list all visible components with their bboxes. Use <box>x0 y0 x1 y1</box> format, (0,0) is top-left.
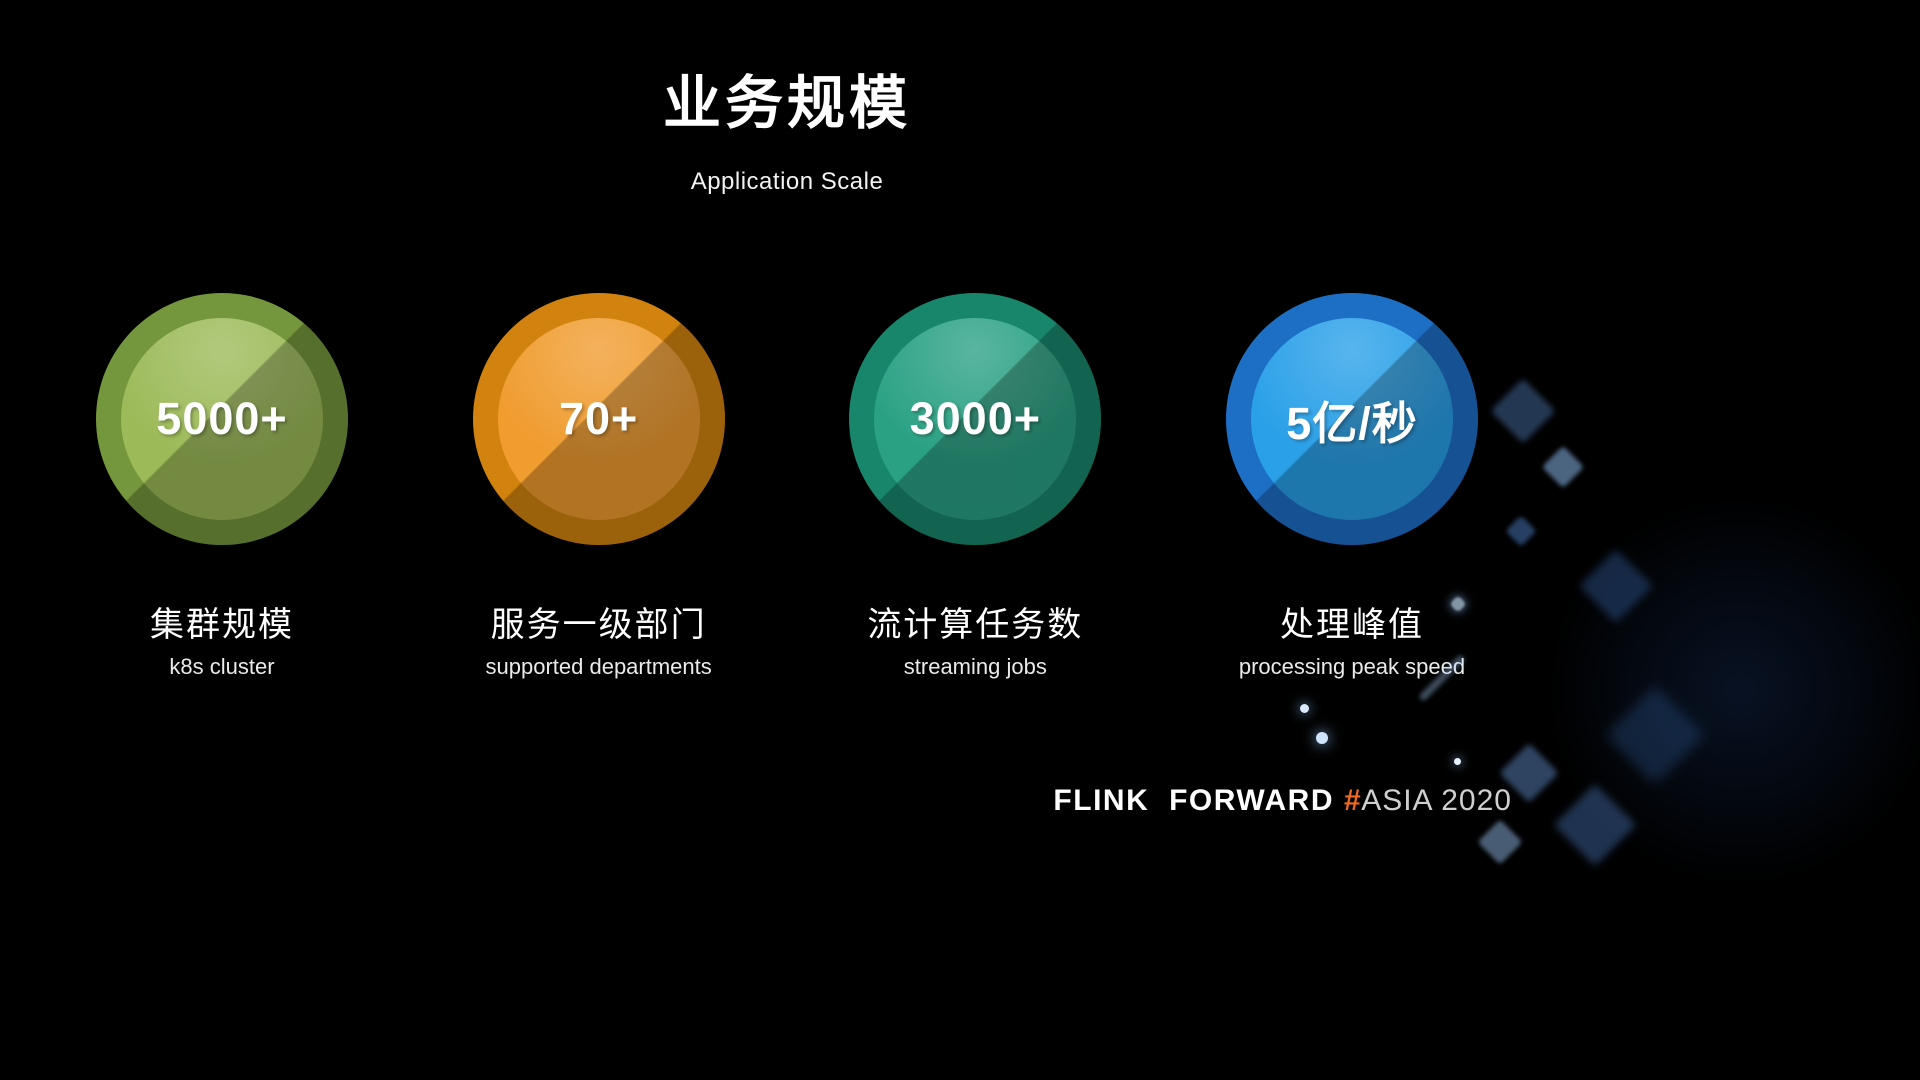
stat-circle: 5000+ <box>96 293 348 545</box>
page-title: 业务规模 <box>662 71 911 136</box>
stat-label-zh: 集群规模 <box>150 606 294 644</box>
page-subtitle: Application Scale <box>690 167 884 195</box>
particle-cube <box>1505 515 1537 547</box>
particle-cube <box>1553 783 1637 867</box>
flink-forward-logo: FLINK FORWARD #ASIA 2020 <box>1053 784 1512 818</box>
stat-label-en: processing peak speed <box>1238 654 1466 679</box>
particle-cube <box>1477 819 1523 865</box>
stat-circle-inner <box>874 318 1077 520</box>
particle-cube <box>1579 549 1653 623</box>
brand-name: FLINK FORWARD <box>1053 784 1335 817</box>
stat-card-streaming-jobs: 3000+ 流计算任务数 streaming jobs <box>825 293 1125 680</box>
particle-spark <box>1454 758 1461 765</box>
stat-circle: 70+ <box>472 293 725 545</box>
brand-edition: ASIA 2020 <box>1361 784 1512 817</box>
stat-circle-inner <box>1250 318 1453 520</box>
stat-value: 70+ <box>558 393 639 444</box>
particle-spark <box>1300 704 1309 713</box>
stat-label-zh: 流计算任务数 <box>867 606 1084 644</box>
stat-circle: 3000+ <box>849 293 1102 545</box>
stat-card-departments: 70+ 服务一级部门 supported departments <box>449 293 749 680</box>
stat-label-zh: 服务一级部门 <box>490 606 707 644</box>
footer-hash: # <box>1344 784 1362 817</box>
glow-blob <box>1560 480 1920 900</box>
slide-heading: 业务规模 Application Scale <box>72 72 1502 196</box>
stat-label-en: streaming jobs <box>903 654 1047 679</box>
stat-circle-inner <box>121 318 323 520</box>
stat-circle-inner <box>497 318 700 520</box>
stat-card-peak-speed: 5亿/秒 处理峰值 processing peak speed <box>1202 293 1502 680</box>
stat-label-en: supported departments <box>485 654 712 679</box>
stat-card-k8s-cluster: 5000+ 集群规模 k8s cluster <box>72 293 372 680</box>
stat-value: 5000+ <box>156 393 288 444</box>
stat-value: 5亿/秒 <box>1286 397 1418 449</box>
particle-cube <box>1605 685 1705 785</box>
particle-cube <box>1541 445 1585 489</box>
stat-label-en: k8s cluster <box>169 654 275 679</box>
stat-value: 3000+ <box>909 393 1041 444</box>
stat-circle: 5亿/秒 <box>1225 293 1478 545</box>
particle-spark <box>1316 732 1328 744</box>
stat-label-zh: 处理峰值 <box>1279 606 1424 644</box>
stats-row: 5000+ 集群规模 k8s cluster 70+ 服务一级部门 suppor… <box>72 293 1502 680</box>
